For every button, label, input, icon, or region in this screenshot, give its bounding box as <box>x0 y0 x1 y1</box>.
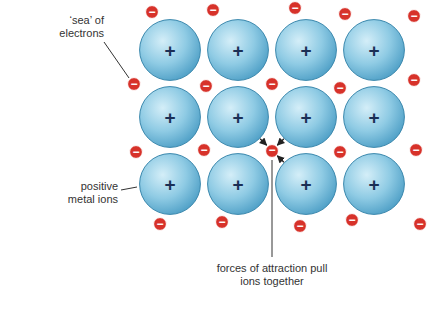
charge-sign: + <box>232 175 243 194</box>
electron-sign: − <box>336 146 343 158</box>
electron: − <box>265 77 279 91</box>
electron-sign: − <box>130 78 137 90</box>
metal-ion: + <box>275 86 337 148</box>
sea-label: ‘sea’ of electrons <box>42 14 104 40</box>
electron: − <box>265 144 279 158</box>
attraction-arrow <box>260 139 267 145</box>
charge-sign: + <box>300 41 311 60</box>
electron: − <box>407 73 421 87</box>
charge-sign: + <box>300 175 311 194</box>
charge-sign: + <box>368 108 379 127</box>
electron-sign: − <box>410 74 417 86</box>
leader-line <box>272 160 273 257</box>
forces-label: forces of attraction pull ions together <box>207 262 337 288</box>
metal-ion: + <box>139 153 201 215</box>
electron-sign: − <box>202 80 209 92</box>
leader-line <box>104 42 129 78</box>
metal-ion: + <box>207 19 269 81</box>
electron-sign: − <box>218 216 225 228</box>
electron: − <box>215 215 229 229</box>
electron-sign: − <box>296 220 303 232</box>
electron-sign: − <box>268 144 275 156</box>
electron-sign: − <box>416 218 423 230</box>
electron: − <box>338 7 352 21</box>
metal-ion: + <box>343 153 405 215</box>
leader-line <box>121 187 137 190</box>
charge-sign: + <box>164 175 175 194</box>
electron: − <box>127 77 141 91</box>
electron: − <box>145 5 159 19</box>
electron-sign: − <box>200 144 207 156</box>
electron: − <box>413 217 427 231</box>
electron-sign: − <box>156 218 163 230</box>
attraction-arrow <box>277 156 284 162</box>
electron-sign: − <box>412 144 419 156</box>
electron-sign: − <box>209 4 216 16</box>
charge-sign: + <box>164 41 175 60</box>
metal-ion: + <box>207 153 269 215</box>
electron-sign: − <box>410 10 417 22</box>
electron: − <box>293 219 307 233</box>
electron: − <box>333 145 347 159</box>
electron-sign: − <box>336 82 343 94</box>
electron-sign: − <box>148 6 155 18</box>
metal-ion: + <box>275 153 337 215</box>
electron-sign: − <box>291 2 298 14</box>
electron: − <box>153 217 167 231</box>
electron: − <box>333 81 347 95</box>
electron: − <box>206 3 220 17</box>
metal-ion: + <box>139 86 201 148</box>
electron: − <box>288 1 302 15</box>
electron-sign: − <box>348 214 355 226</box>
metal-ion: + <box>139 19 201 81</box>
charge-sign: + <box>232 41 243 60</box>
electron-sign: − <box>132 146 139 158</box>
charge-sign: + <box>164 108 175 127</box>
electron: − <box>197 143 211 157</box>
electron-sign: − <box>341 8 348 20</box>
metal-ion: + <box>207 86 269 148</box>
metal-ion: + <box>275 19 337 81</box>
electron-sign: − <box>268 78 275 90</box>
electron: − <box>199 79 213 93</box>
metal-ion: + <box>343 86 405 148</box>
charge-sign: + <box>232 108 243 127</box>
ions-label: positive metal ions <box>58 180 118 206</box>
electron: − <box>345 213 359 227</box>
electron: − <box>129 145 143 159</box>
electron: − <box>407 9 421 23</box>
electron: − <box>409 143 423 157</box>
charge-sign: + <box>368 175 379 194</box>
charge-sign: + <box>300 108 311 127</box>
charge-sign: + <box>368 41 379 60</box>
metal-ion: + <box>343 19 405 81</box>
attraction-arrow <box>277 139 284 145</box>
